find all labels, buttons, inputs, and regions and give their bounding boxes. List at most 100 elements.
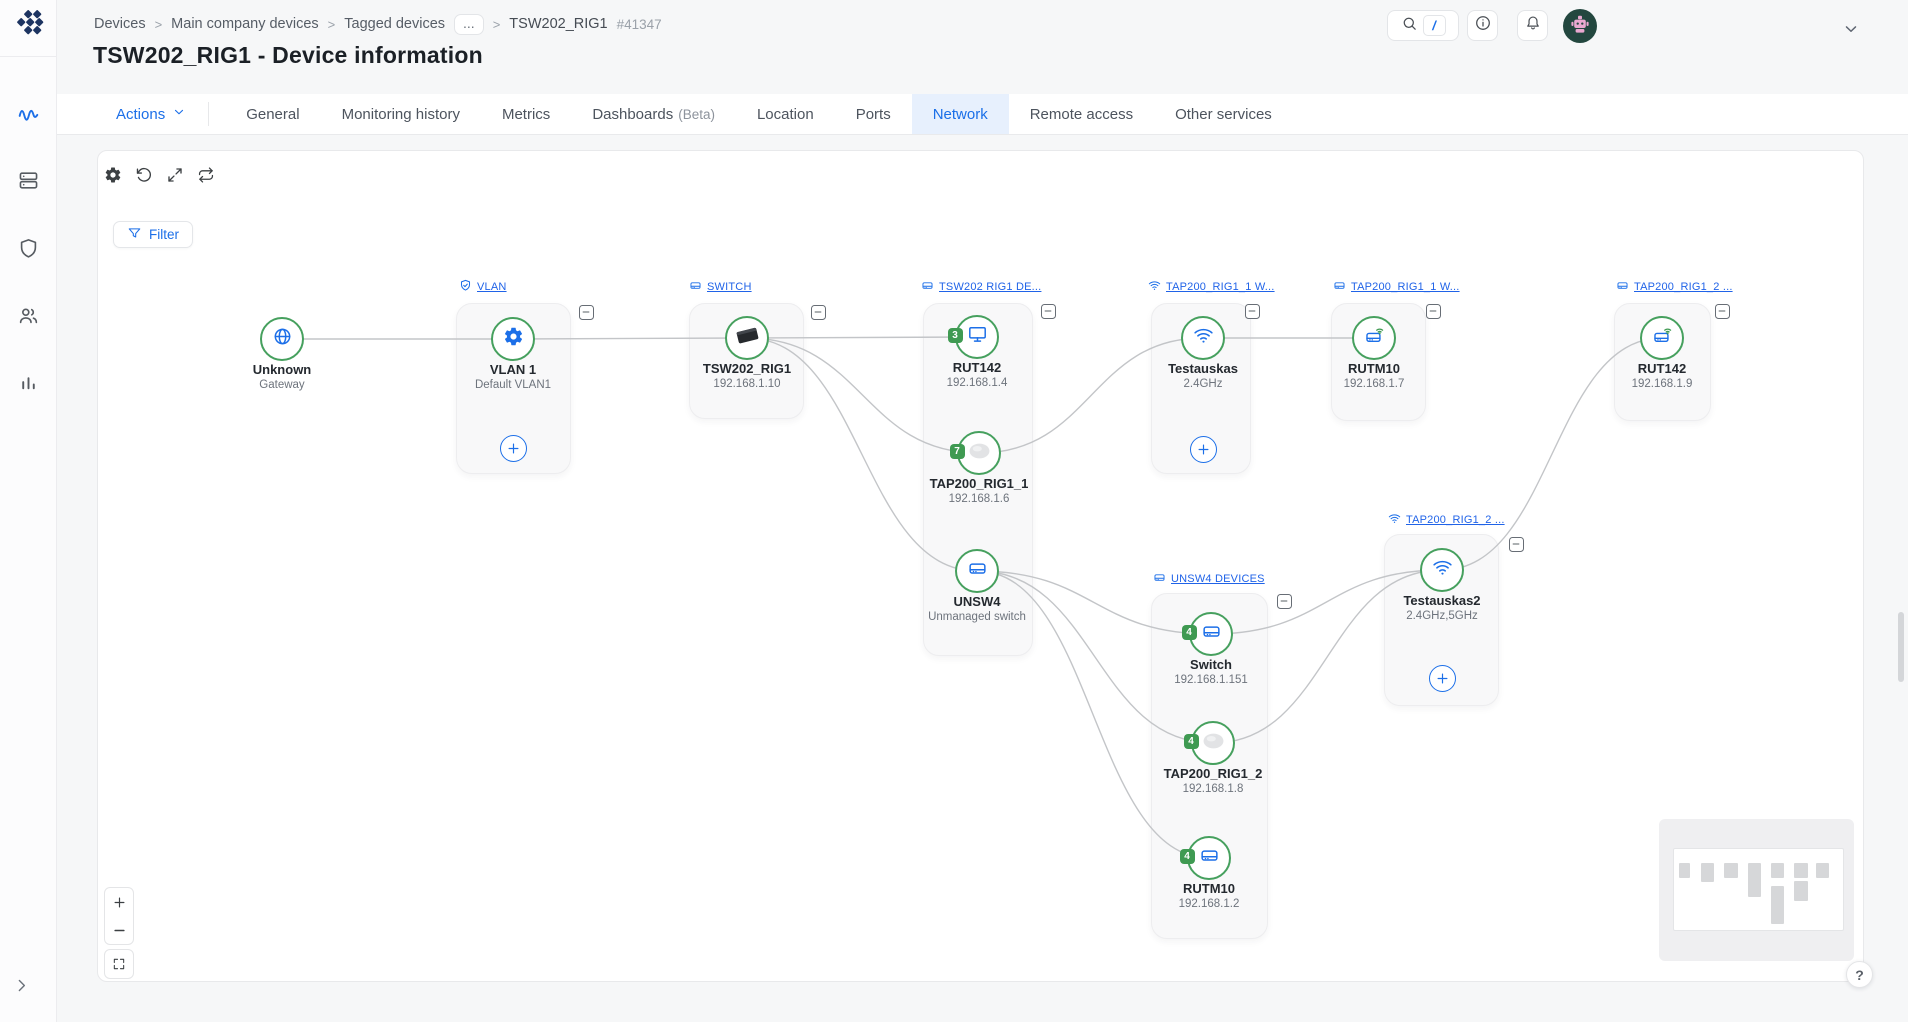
group-card-tswde[interactable] — [923, 303, 1033, 656]
node-unknown[interactable] — [260, 317, 304, 361]
edge-unsw4-tap2 — [976, 570, 1214, 744]
node-testauskas2[interactable] — [1420, 548, 1464, 592]
group-label-tap2w[interactable]: TAP200_RIG1_2 ... — [1388, 512, 1505, 528]
info-button[interactable] — [1467, 10, 1498, 41]
sidebar-item-devices[interactable] — [17, 169, 40, 192]
edge-testauskas2-rut142b — [1441, 337, 1663, 571]
zoom-out-button[interactable] — [105, 916, 133, 944]
search-button[interactable]: / — [1387, 10, 1459, 41]
tab-location[interactable]: Location — [756, 105, 814, 123]
group-link[interactable]: TAP200_RIG1_2 ... — [1634, 281, 1733, 293]
node-unsw4[interactable] — [955, 549, 999, 593]
topology-layer: VLAN SWITCH TSW202 RIG1 DE... TAP200_RIG1_1… — [98, 151, 1865, 983]
group-link[interactable]: TAP200_RIG1_2 ... — [1406, 514, 1505, 526]
reset-view-button[interactable] — [133, 164, 155, 186]
collapse-group-button-unsw4dev[interactable] — [1276, 593, 1292, 609]
node-rut142b[interactable] — [1640, 316, 1684, 360]
search-icon — [1401, 15, 1418, 37]
node-rutm10a[interactable] — [1352, 316, 1396, 360]
collapse-panel-chevron[interactable] — [1842, 20, 1860, 43]
group-label-unsw4dev[interactable]: UNSW4 DEVICES — [1153, 571, 1265, 587]
filter-button[interactable]: Filter — [113, 221, 193, 248]
scrollbar-thumb[interactable] — [1898, 612, 1904, 682]
collapse-group-button-tap1w[interactable] — [1244, 303, 1260, 319]
breadcrumb-tagged-devices[interactable]: Tagged devices — [344, 16, 446, 32]
group-link[interactable]: TSW202 RIG1 DE... — [939, 281, 1042, 293]
sidebar-item-monitoring[interactable] — [17, 102, 40, 125]
node-label-switch: Switch — [1190, 657, 1232, 672]
group-label-switchg[interactable]: SWITCH — [689, 279, 752, 295]
collapse-group-button-tswde[interactable] — [1040, 303, 1056, 319]
group-label-tap1w[interactable]: TAP200_RIG1_1 W... — [1148, 279, 1275, 295]
node-sublabel-testauskas: 2.4GHz — [1183, 378, 1223, 390]
collapse-group-button-switchg[interactable] — [810, 304, 826, 320]
add-node-button-tap1w[interactable] — [1189, 435, 1217, 463]
collapse-group-button-tap2w2[interactable] — [1714, 303, 1730, 319]
group-link[interactable]: VLAN — [477, 281, 507, 293]
fit-view-controls — [104, 949, 134, 979]
minimap-block — [1771, 863, 1784, 878]
topology-settings-button[interactable] — [102, 164, 124, 186]
collapse-group-button-vlan[interactable] — [578, 304, 594, 320]
group-label-tswde[interactable]: TSW202 RIG1 DE... — [921, 279, 1041, 295]
fit-view-button[interactable] — [105, 950, 133, 978]
group-link[interactable]: SWITCH — [707, 281, 752, 293]
switch-icon — [1333, 279, 1346, 295]
node-vlan1[interactable] — [491, 317, 535, 361]
sidebar-expand-button[interactable] — [13, 977, 30, 999]
minimap[interactable] — [1659, 819, 1854, 961]
node-tsw[interactable] — [725, 316, 769, 360]
photolight-icon — [964, 435, 995, 471]
sidebar-item-reports[interactable] — [17, 372, 40, 395]
tab-general[interactable]: General — [246, 105, 300, 123]
breadcrumb-ellipsis-button[interactable]: ... — [454, 13, 484, 35]
refresh-topology-button[interactable] — [195, 164, 217, 186]
tab-ports[interactable]: Ports — [855, 105, 891, 123]
tab-other-services[interactable]: Other services — [1175, 105, 1272, 123]
add-node-button-tap2w[interactable] — [1428, 664, 1456, 692]
info-icon — [1474, 14, 1492, 37]
minimap-block — [1816, 863, 1829, 878]
edge-switch-testauskas2 — [1210, 569, 1443, 635]
sidebar-item-users[interactable] — [17, 304, 40, 327]
tab-bar: Actions General Monitoring history Metrics… — [57, 94, 1908, 135]
avatar[interactable] — [1563, 9, 1597, 43]
switch-icon — [689, 279, 702, 295]
group-link[interactable]: TAP200_RIG1_1 W... — [1166, 281, 1275, 293]
group-label-tap2w2[interactable]: TAP200_RIG1_2 ... — [1616, 279, 1733, 295]
group-label-tap1w2[interactable]: TAP200_RIG1_1 W... — [1333, 279, 1460, 295]
collapse-group-button-tap2w[interactable] — [1508, 536, 1524, 552]
expand-view-button[interactable] — [164, 164, 186, 186]
tab-dashboards[interactable]: Dashboards(Beta) — [592, 105, 715, 123]
app-logo[interactable] — [11, 8, 47, 46]
node-label-vlan1: VLAN 1 — [489, 362, 537, 377]
sidebar-item-security[interactable] — [17, 237, 40, 260]
breadcrumb-main-company-devices[interactable]: Main company devices — [171, 16, 319, 32]
edge-tsw-rut142a — [746, 336, 978, 339]
add-node-button-vlan[interactable] — [499, 434, 527, 462]
node-rutm10b[interactable] — [1187, 836, 1231, 880]
group-link[interactable]: TAP200_RIG1_1 W... — [1351, 281, 1460, 293]
notifications-button[interactable] — [1517, 10, 1548, 41]
breadcrumb-devices[interactable]: Devices — [94, 16, 146, 32]
node-switch[interactable] — [1189, 612, 1233, 656]
tab-metrics[interactable]: Metrics — [501, 105, 551, 123]
actions-button[interactable]: Actions — [110, 94, 192, 134]
node-testauskas[interactable] — [1181, 316, 1225, 360]
collapse-group-button-tap1w2[interactable] — [1425, 303, 1441, 319]
group-link[interactable]: UNSW4 DEVICES — [1171, 573, 1265, 585]
group-label-vlan[interactable]: VLAN — [459, 279, 507, 295]
tab-remote-access[interactable]: Remote access — [1029, 105, 1134, 123]
tab-network[interactable]: Network — [911, 94, 1009, 134]
minimap-block — [1724, 863, 1738, 878]
shield-check-icon — [459, 279, 472, 295]
node-sublabel-rut142a: 192.168.1.4 — [946, 377, 1008, 389]
edge-vlan1-tsw — [512, 337, 748, 340]
tab-monitoring-history[interactable]: Monitoring history — [341, 105, 460, 123]
breadcrumb-separator: > — [154, 16, 163, 32]
zoom-in-button[interactable] — [105, 888, 133, 916]
node-sublabel-tsw: 192.168.1.10 — [713, 378, 781, 390]
help-button[interactable]: ? — [1846, 961, 1873, 988]
node-sublabel-switch: 192.168.1.151 — [1174, 674, 1248, 686]
topology-canvas[interactable]: Filter VLAN SWITCH TSW202 RIG1 DE... TAP200… — [97, 150, 1864, 982]
